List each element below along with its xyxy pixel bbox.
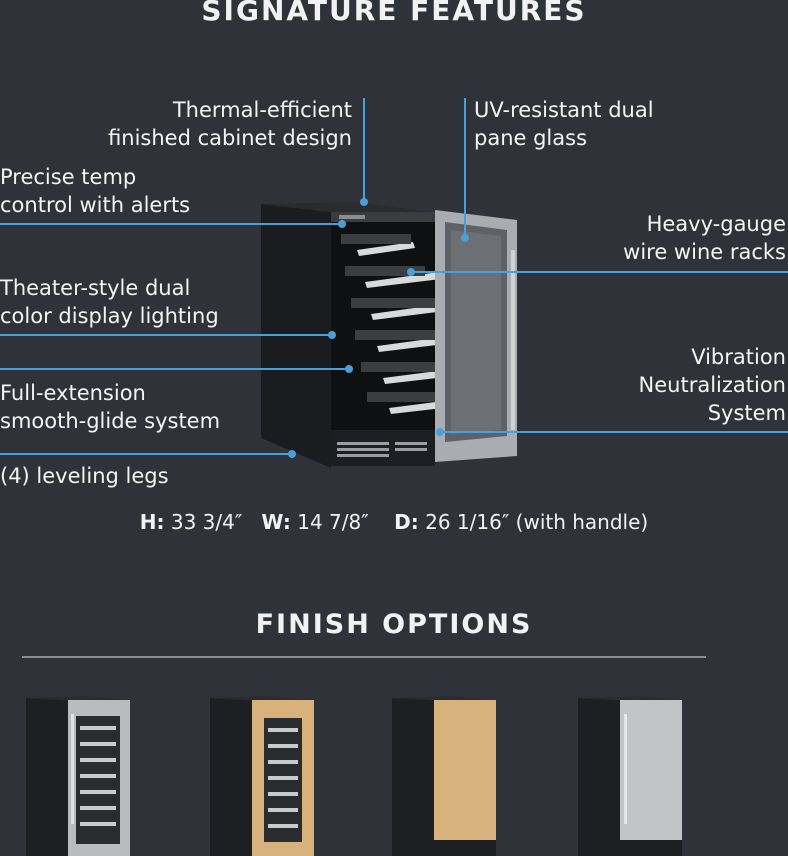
feature-thermal-line1: Thermal-efficient	[172, 98, 352, 122]
feature-theater-line1: Theater-style dual	[0, 276, 191, 300]
feature-vibration-label: Vibration Neutralization System	[600, 343, 786, 427]
finish-option-wood-glass[interactable]	[206, 690, 318, 856]
callout-line-precise	[0, 223, 340, 225]
feature-vibration-line1: Vibration	[691, 345, 786, 369]
feature-fullext-line2: smooth-glide system	[0, 409, 221, 433]
dim-d-value: 26 1/16″ (with handle)	[425, 510, 649, 534]
callout-dot-fullext	[345, 365, 353, 373]
feature-vibration-line3: System	[707, 401, 786, 425]
feature-uv-label: UV-resistant dual pane glass	[474, 96, 654, 152]
feature-thermal-line2: finished cabinet design	[108, 126, 352, 150]
feature-precise-label: Precise temp control with alerts	[0, 163, 190, 219]
feature-vibration-line2: Neutralization	[638, 373, 786, 397]
finish-option-wood-solid[interactable]	[388, 690, 500, 856]
feature-uv-line1: UV-resistant dual	[474, 98, 654, 122]
feature-theater-line2: color display lighting	[0, 304, 219, 328]
finish-divider	[22, 656, 706, 658]
dim-h-label: H:	[139, 510, 165, 534]
feature-fullext-line1: Full-extension	[0, 381, 146, 405]
dim-d-label: D:	[394, 510, 419, 534]
callout-dot-heavy	[407, 268, 415, 276]
dim-w-value: 14 7/8″	[297, 510, 369, 534]
feature-theater-label: Theater-style dual color display lightin…	[0, 274, 219, 330]
wine-cooler-illustration	[261, 202, 517, 468]
feature-precise-line1: Precise temp	[0, 165, 137, 189]
callout-dot-uv	[461, 234, 469, 242]
callout-line-theater	[0, 334, 330, 336]
feature-legs-label: (4) leveling legs	[0, 464, 169, 488]
finish-option-stainless-solid[interactable]	[574, 690, 686, 856]
page-title: SIGNATURE FEATURES	[201, 0, 587, 27]
callout-line-vibration	[440, 431, 788, 433]
feature-thermal-label: Thermal-efficient finished cabinet desig…	[90, 96, 352, 152]
feature-precise-line2: control with alerts	[0, 193, 191, 217]
callout-line-thermal	[363, 98, 365, 202]
feature-uv-line2: pane glass	[474, 126, 588, 150]
callout-dot-thermal	[360, 198, 368, 206]
callout-line-uv	[464, 98, 466, 238]
dim-h-value: 33 3/4″	[170, 510, 243, 534]
callout-line-fullext	[0, 368, 348, 370]
callout-line-heavy	[412, 271, 788, 273]
feature-fullext-label: Full-extension smooth-glide system	[0, 379, 220, 435]
callout-dot-vibration	[436, 428, 444, 436]
feature-heavy-line2: wire wine racks	[623, 240, 786, 264]
dim-w-label: W:	[261, 510, 291, 534]
finish-options-title: FINISH OPTIONS	[255, 609, 533, 640]
callout-dot-theater	[328, 331, 336, 339]
callout-line-legs	[0, 453, 290, 455]
callout-dot-precise	[338, 220, 346, 228]
finish-option-stainless-glass[interactable]	[22, 690, 134, 856]
feature-heavy-line1: Heavy-gauge	[646, 212, 786, 236]
feature-heavy-label: Heavy-gauge wire wine racks	[560, 210, 786, 266]
callout-dot-legs	[288, 450, 296, 458]
dimensions-line: H: 33 3/4″ W: 14 7/8″ D: 26 1/16″ (with …	[0, 510, 788, 534]
